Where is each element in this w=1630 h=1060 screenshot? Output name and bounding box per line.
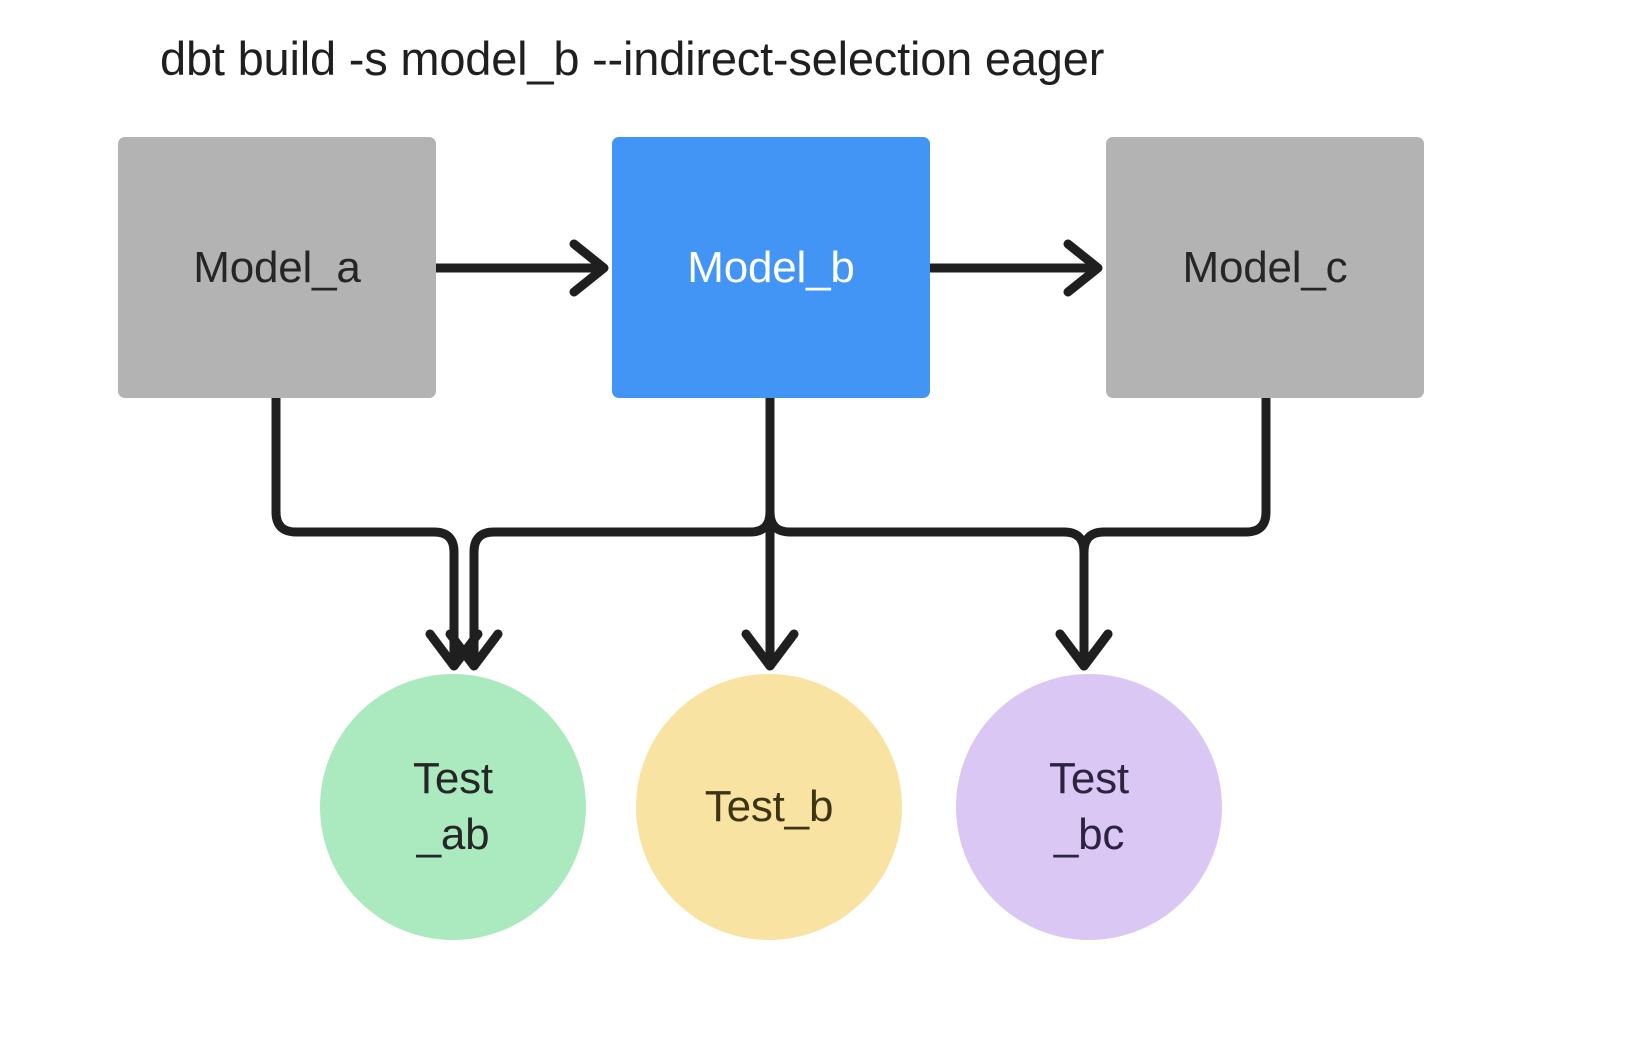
node-model-b-label: Model_b: [687, 242, 855, 292]
edge-model-b-to-test-bc: [765, 393, 1089, 659]
node-model-c-label: Model_c: [1182, 242, 1348, 292]
node-test-b[interactable]: Test_b: [636, 674, 902, 940]
edge-model-c-to-test-bc-arrowhead: [1055, 629, 1113, 671]
node-model-b[interactable]: Model_b: [612, 137, 930, 398]
edge-model-b-to-test-b-arrowhead: [741, 629, 799, 671]
edge-model-c-to-test-bc: [1079, 393, 1271, 659]
edge-model-b-to-test-ab-join-arrowhead: [445, 629, 503, 671]
node-model-a-label: Model_a: [193, 242, 361, 292]
node-test-ab-label-line1: Test: [413, 753, 493, 803]
edge-model-a-to-test-ab: [271, 393, 459, 659]
node-test-b-label-line1: Test_b: [704, 781, 834, 831]
node-test-ab[interactable]: Test _ab: [320, 674, 586, 940]
edge-model-b-to-model-c-arrowhead: [1063, 239, 1103, 297]
node-test-bc[interactable]: Test _bc: [956, 674, 1222, 940]
page-title: dbt build -s model_b --indirect-selectio…: [160, 32, 1105, 85]
node-test-bc-label-line1: Test: [1049, 753, 1129, 803]
node-test-ab-label-line2: _ab: [416, 810, 490, 859]
node-model-c[interactable]: Model_c: [1106, 137, 1424, 398]
node-test-bc-label-line2: _bc: [1053, 810, 1125, 859]
edge-model-a-to-model-b-arrowhead: [569, 239, 609, 297]
node-model-a[interactable]: Model_a: [118, 137, 436, 398]
edge-model-b-to-test-ab: [469, 393, 775, 659]
